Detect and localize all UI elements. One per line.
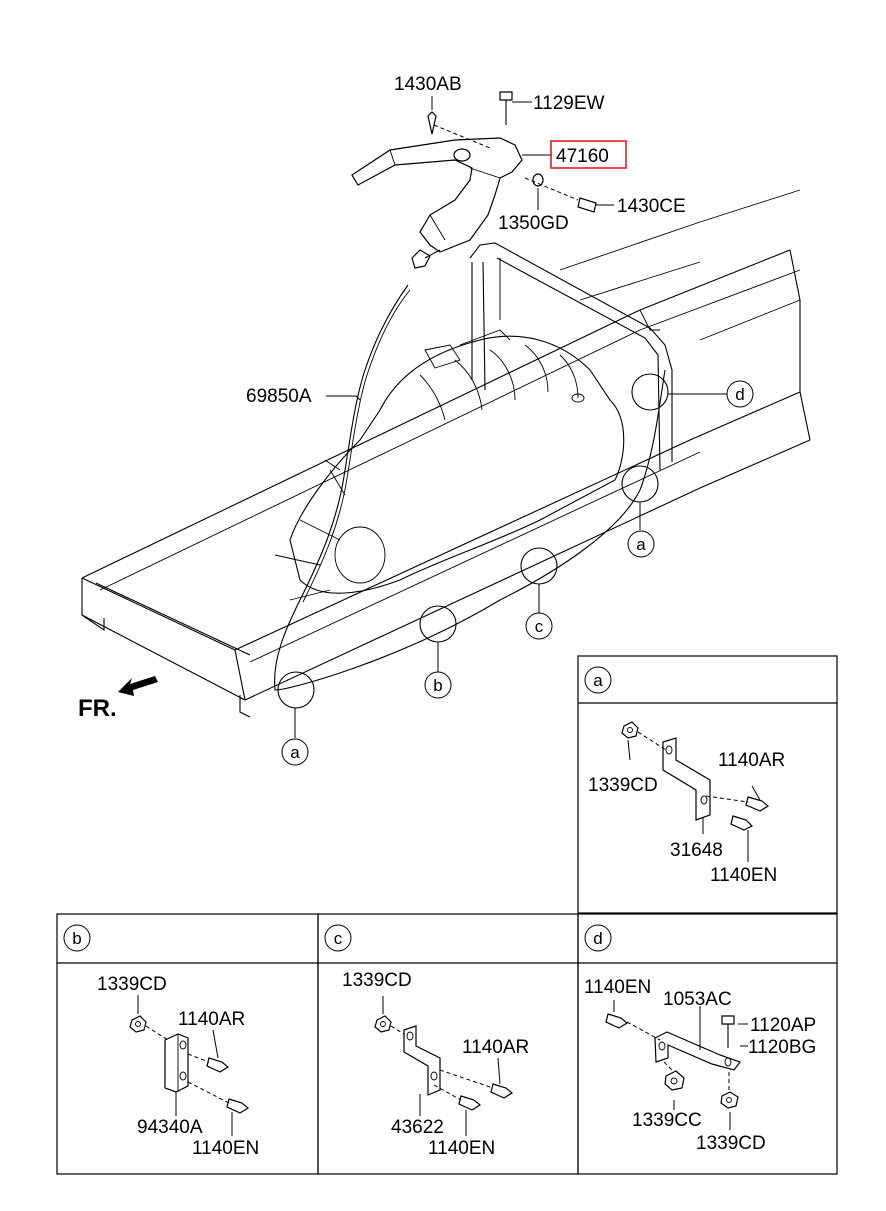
detail-c-part-label: 43622 <box>391 1117 444 1138</box>
detail-panel-d: d 1140EN 1053AC 1120AP 1120BG 1339CC 133… <box>577 913 838 1175</box>
detail-a-part-label: 1339CD <box>588 775 658 796</box>
detail-d-letter: d <box>593 929 602 948</box>
detail-d-part-label: 1053AC <box>663 989 732 1010</box>
detail-d-part-label: 1120AP <box>750 1015 816 1036</box>
callout-d: d <box>726 380 754 408</box>
detail-d-part-label: 1120BG <box>748 1037 816 1058</box>
callout-letter: a <box>290 743 300 762</box>
callout-letter: c <box>535 617 544 636</box>
detail-c-part-label: 1140EN <box>428 1138 495 1159</box>
detail-d-part-label: 1339CC <box>632 1110 702 1131</box>
label-1430CE: 1430CE <box>617 196 686 217</box>
detail-panel-c: c 1339CD 1140AR 43622 1140EN <box>317 913 579 1175</box>
tank-assembly <box>274 329 625 601</box>
detail-panel-a: a 1140AR 1339CD 31648 1140EN <box>577 655 838 914</box>
detail-a-part-label: 1140EN <box>710 865 777 886</box>
label-69850A: 69850A <box>246 386 312 407</box>
callout-letter: b <box>433 676 442 695</box>
callout-b: b <box>424 671 452 699</box>
vehicle-frame <box>81 189 811 718</box>
highlight-box-47160 <box>550 140 627 169</box>
detail-c-part-label: 1339CD <box>342 970 412 991</box>
detail-b-part-label: 1140EN <box>192 1138 259 1159</box>
front-label: FR. <box>78 695 117 722</box>
callout-a-front: a <box>281 738 309 766</box>
detail-b-part-label: 1339CD <box>97 974 167 995</box>
detail-d-part-label: 1339CD <box>696 1133 766 1154</box>
detail-a-part-label: 1140AR <box>718 750 785 771</box>
label-1129EW: 1129EW <box>533 93 605 114</box>
brake-cable <box>274 284 666 691</box>
front-direction-indicator: FR. <box>78 676 158 722</box>
detail-c-part-label: 1140AR <box>462 1037 529 1058</box>
callout-letter: d <box>735 385 744 404</box>
detail-b-letter: b <box>72 929 81 948</box>
detail-d-part-label: 1140EN <box>584 977 651 998</box>
main-leaders <box>294 96 727 738</box>
detail-a-part-label: 31648 <box>670 840 723 861</box>
detail-panel-b: b 1339CD 1140AR 94340A 1140EN <box>56 913 319 1175</box>
parking-brake-lever <box>351 91 597 269</box>
label-1350GD: 1350GD <box>498 213 569 234</box>
detail-a-letter: a <box>593 671 603 690</box>
detail-b-part-label: 94340A <box>137 1117 203 1138</box>
label-1430AB: 1430AB <box>394 74 462 95</box>
detail-c-letter: c <box>334 929 343 948</box>
callout-letter: a <box>636 535 646 554</box>
detail-b-part-label: 1140AR <box>178 1009 245 1030</box>
label-47160: 47160 <box>556 146 609 167</box>
callout-a-rear: a <box>627 530 655 558</box>
callout-c: c <box>525 612 553 640</box>
